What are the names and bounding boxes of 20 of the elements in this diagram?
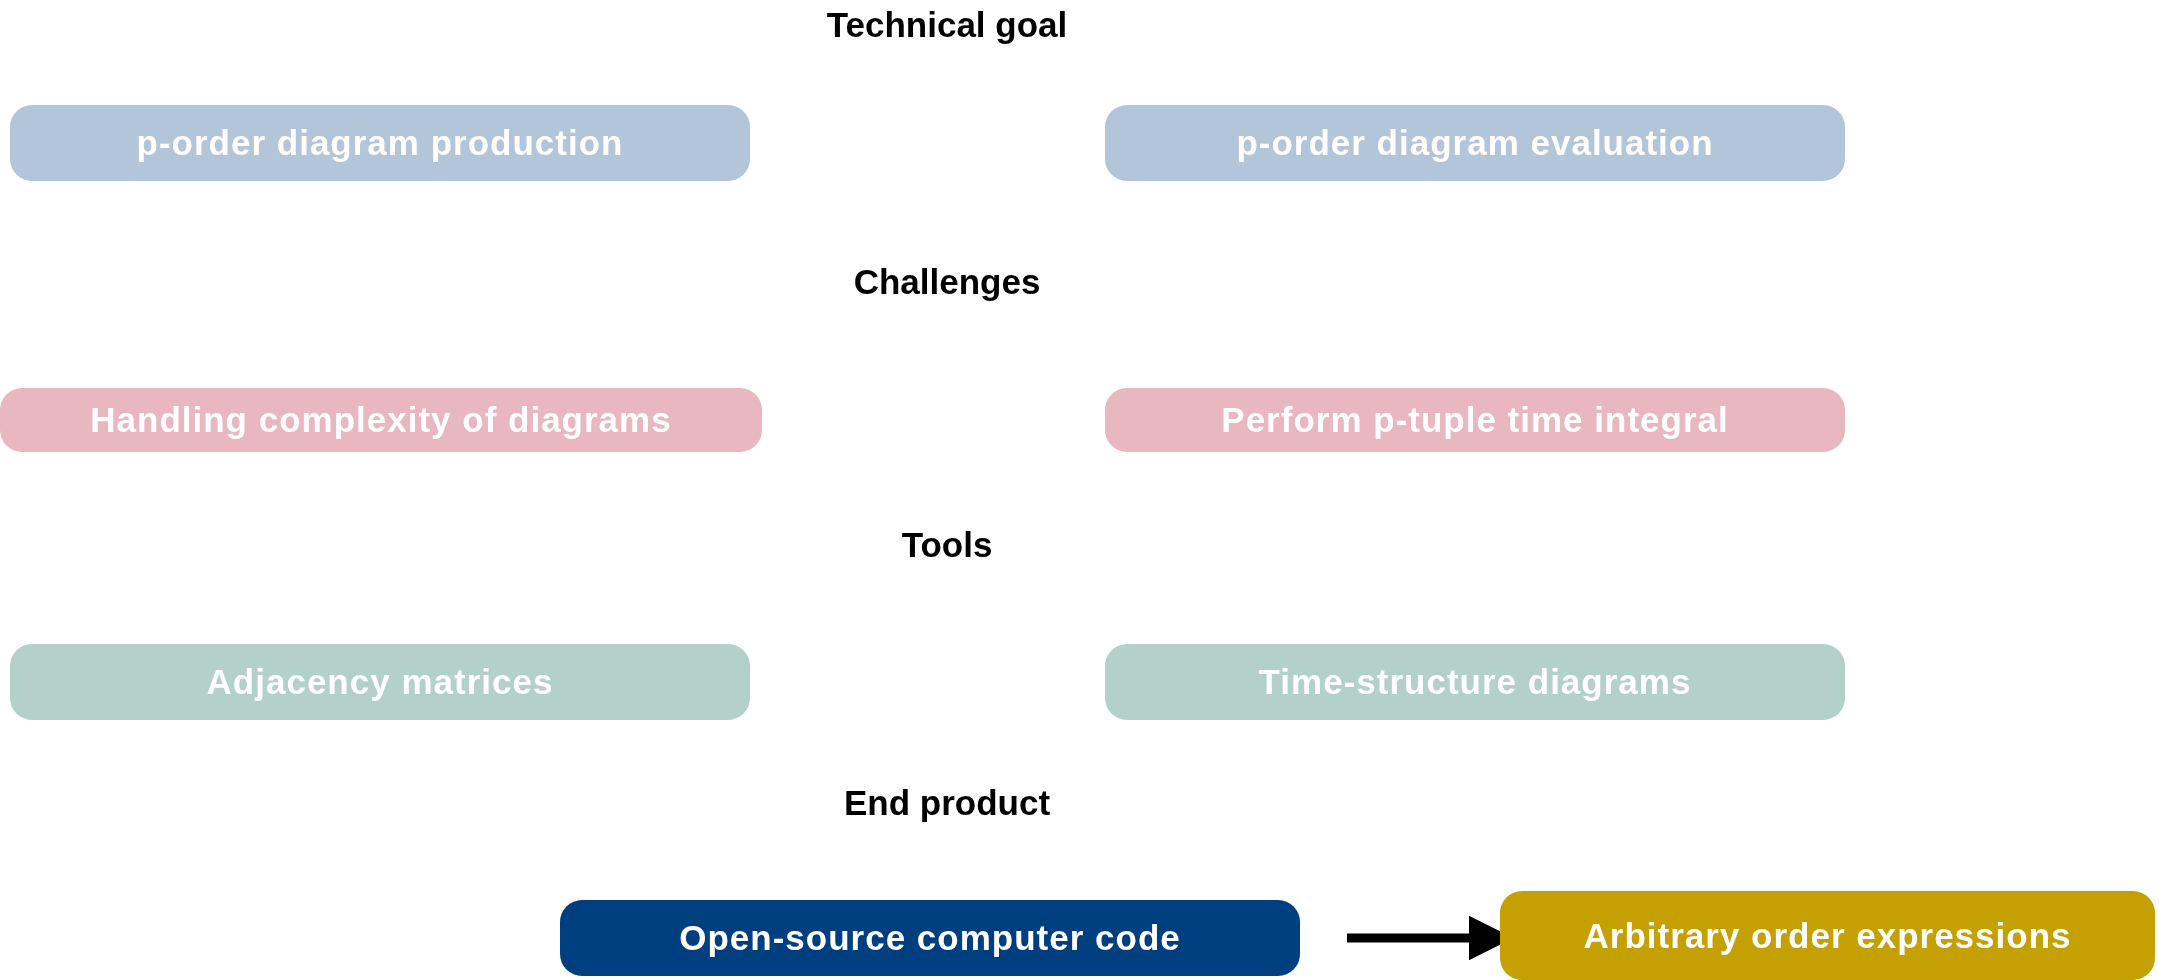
process-box: [10, 105, 750, 181]
process-box: [1500, 891, 2155, 980]
node-text: Perform p-tuple time integral: [1221, 400, 1729, 440]
process-box: [1105, 644, 1845, 720]
node-text: p-order diagram production: [136, 123, 624, 163]
node-text: Adjacency matrices: [206, 662, 554, 702]
section-heading: Challenges: [853, 262, 1041, 302]
node-text: p-order diagram evaluation: [1236, 123, 1714, 163]
node-text: Open-source computer code: [679, 918, 1181, 958]
process-box: [1105, 388, 1845, 452]
process-box: [10, 644, 750, 720]
section-heading: Tools: [901, 525, 993, 565]
node-text: Time-structure diagrams: [1258, 662, 1692, 702]
section-heading: End product: [843, 783, 1051, 823]
node-text: Arbitrary order expressions: [1583, 915, 2072, 956]
process-box: [1105, 105, 1845, 181]
process-box: [560, 900, 1300, 976]
process-box: [0, 388, 762, 452]
section-heading: Technical goal: [826, 5, 1068, 45]
node-text: Handling complexity of diagrams: [90, 400, 672, 440]
